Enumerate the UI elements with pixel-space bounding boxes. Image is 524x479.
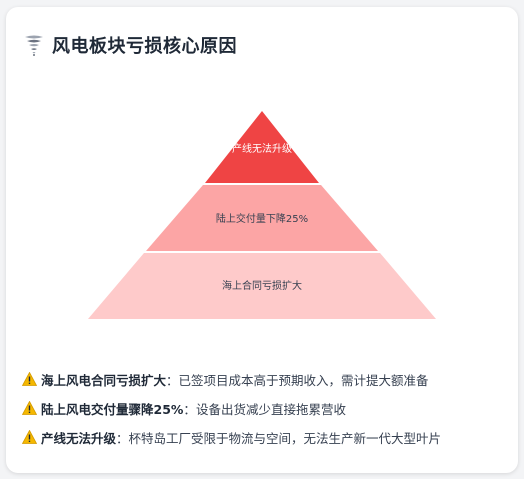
reason-title: 陆上风电交付量骤降25%: [41, 401, 184, 417]
reason-separator: ：: [166, 372, 179, 388]
pyramid-tier-top: [205, 111, 319, 183]
reason-separator: ：: [116, 430, 129, 446]
reason-title: 产线无法升级: [41, 430, 117, 446]
pyramid-tier-bottom-label: 海上合同亏损扩大: [222, 279, 302, 292]
report-card: 风电板块亏损核心原因 产线无法升级 陆上交付量下降25% 海上合同亏损扩大 海上…: [6, 7, 518, 473]
page-title: 风电板块亏损核心原因: [52, 36, 237, 57]
reason-separator: ：: [183, 401, 196, 417]
reason-item: 产线无法升级 ： 杯特岛工厂受限于物流与空间，无法生产新一代大型叶片: [22, 427, 512, 447]
reason-text: 已签项目成本高于预期收入，需计提大额准备: [178, 372, 429, 388]
warning-icon: [22, 430, 37, 444]
warning-icon: [22, 372, 37, 386]
pyramid-tier-top-label: 产线无法升级: [232, 142, 292, 155]
pyramid-chart: 产线无法升级 陆上交付量下降25% 海上合同亏损扩大: [88, 111, 436, 319]
reason-title: 海上风电合同亏损扩大: [41, 372, 167, 388]
reason-text: 杯特岛工厂受限于物流与空间，无法生产新一代大型叶片: [128, 430, 442, 446]
header: 风电板块亏损核心原因: [24, 33, 237, 57]
tornado-icon: [25, 35, 43, 56]
reason-text: 设备出货减少直接拖累营收: [195, 401, 346, 417]
reason-item: 海上风电合同亏损扩大 ： 已签项目成本高于预期收入，需计提大额准备: [22, 369, 512, 389]
pyramid-tier-middle-label: 陆上交付量下降25%: [216, 212, 308, 225]
reason-item: 陆上风电交付量骤降25% ： 设备出货减少直接拖累营收: [22, 398, 512, 418]
warning-icon: [22, 401, 37, 415]
pyramid-tier-bottom: [88, 253, 436, 319]
reason-list: 海上风电合同亏损扩大 ： 已签项目成本高于预期收入，需计提大额准备 陆上风电交付…: [22, 369, 512, 456]
pyramid-tier-middle: [146, 185, 378, 251]
